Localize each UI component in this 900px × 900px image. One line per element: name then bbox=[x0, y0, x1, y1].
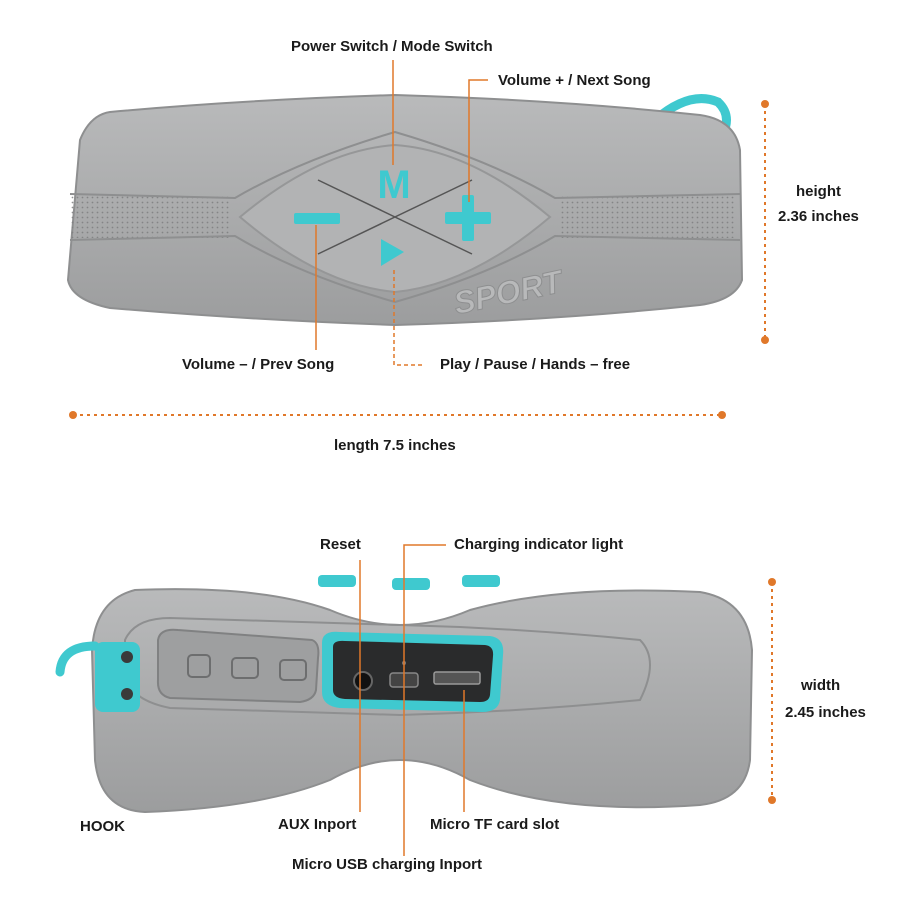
label-micro-usb: Micro USB charging Inport bbox=[292, 856, 483, 873]
speaker-grille-left bbox=[70, 196, 230, 238]
mode-button[interactable]: M bbox=[377, 163, 410, 207]
label-length: length 7.5 inches bbox=[334, 437, 456, 454]
plus-icon[interactable] bbox=[445, 195, 491, 241]
label-height-title: height bbox=[796, 183, 841, 200]
length-dimension bbox=[69, 411, 726, 419]
minus-icon[interactable] bbox=[294, 213, 340, 224]
tf-card-slot[interactable] bbox=[433, 671, 481, 685]
port-cover-flap[interactable] bbox=[156, 628, 320, 704]
label-width-value: 2.45 inches bbox=[785, 704, 866, 721]
speaker-top-view: M SPORT bbox=[66, 93, 744, 327]
label-power-mode-switch: Power Switch / Mode Switch bbox=[291, 38, 493, 55]
label-play-pause: Play / Pause / Hands – free bbox=[440, 356, 631, 373]
label-volume-up-next: Volume + / Next Song bbox=[498, 72, 651, 89]
hook-loop-side bbox=[55, 641, 100, 677]
control-panel bbox=[238, 143, 552, 294]
label-tf-card-slot: Micro TF card slot bbox=[430, 816, 560, 833]
leaders-bottom bbox=[359, 544, 465, 856]
label-height-value: 2.36 inches bbox=[778, 208, 859, 225]
speaker-grille-right bbox=[560, 196, 735, 238]
label-reset: Reset bbox=[320, 536, 361, 553]
label-width-title: width bbox=[801, 677, 841, 694]
label-charging-light: Charging indicator light bbox=[454, 536, 624, 553]
height-dimension bbox=[761, 100, 769, 344]
label-volume-down-prev: Volume – / Prev Song bbox=[182, 356, 335, 373]
leaders-top bbox=[315, 60, 488, 366]
play-icon[interactable] bbox=[381, 239, 404, 266]
width-dimension bbox=[768, 578, 776, 804]
label-hook: HOOK bbox=[80, 818, 125, 835]
label-aux-inport: AUX Inport bbox=[278, 816, 357, 833]
hook-mount bbox=[95, 642, 140, 712]
aux-port[interactable] bbox=[353, 671, 373, 691]
speaker-side-view bbox=[55, 575, 754, 814]
